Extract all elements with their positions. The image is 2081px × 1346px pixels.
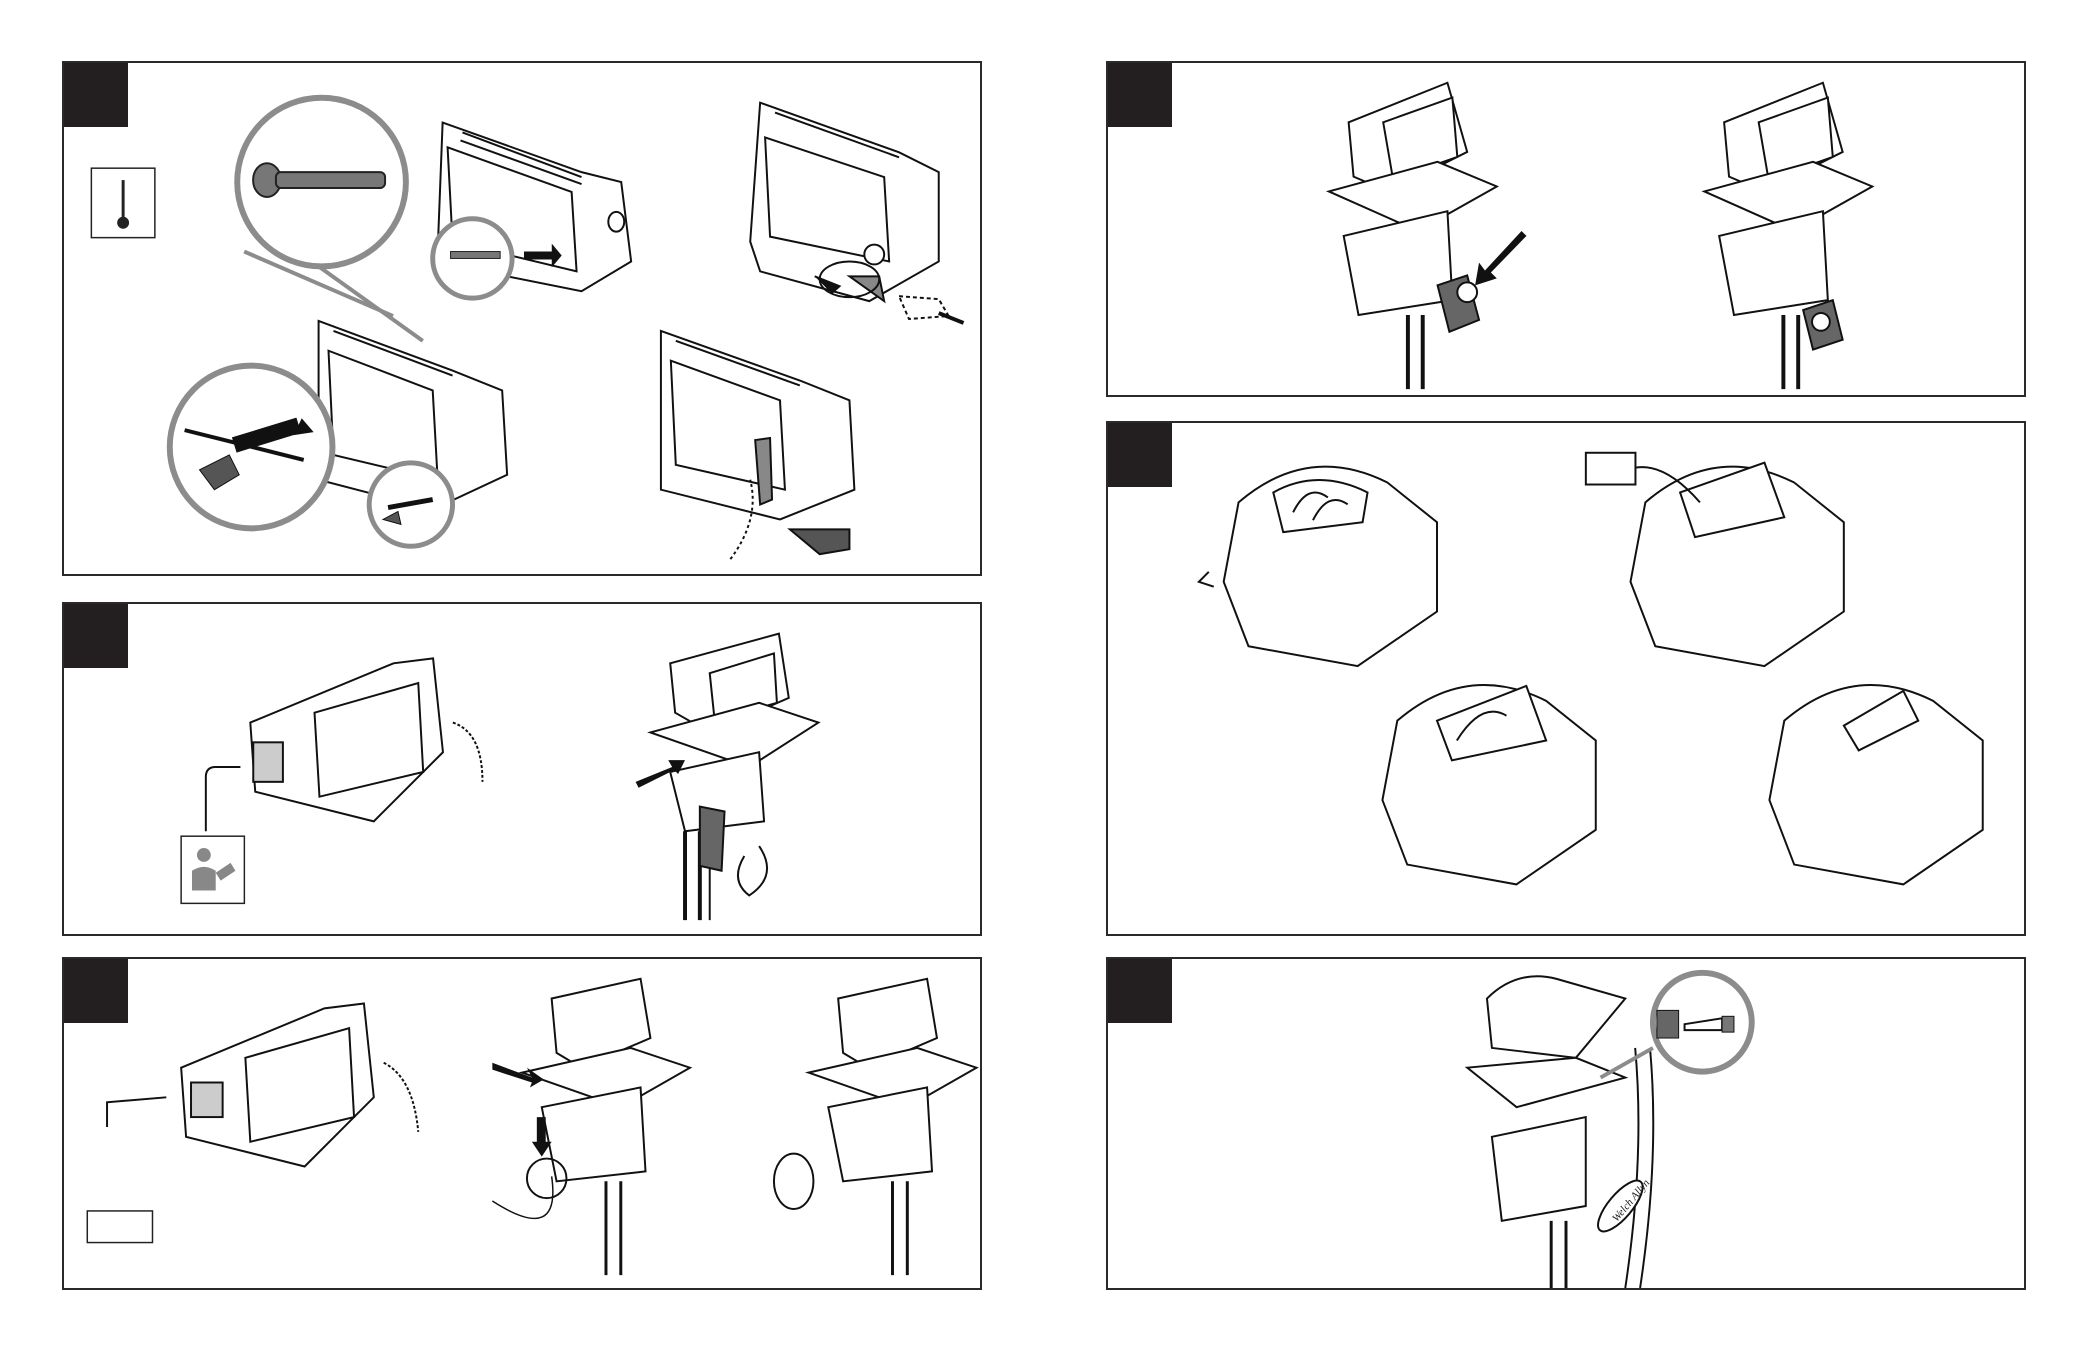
thermometer-icon bbox=[91, 168, 155, 237]
printer-step-3 bbox=[1382, 685, 1595, 884]
power-connector-callout bbox=[1601, 973, 1752, 1078]
monitor-bottom-right bbox=[661, 331, 854, 559]
panel-3-illustration bbox=[64, 959, 980, 1288]
stand-with-monitor bbox=[650, 634, 818, 921]
monitor-side-view-3 bbox=[181, 1003, 418, 1166]
probe-callout-magnifier bbox=[237, 98, 423, 341]
panel-5-printer-paper bbox=[1106, 421, 2026, 936]
stand-with-handle bbox=[1467, 976, 1653, 1288]
panel-1-illustration bbox=[64, 63, 980, 574]
brand-tag: Welch Allyn bbox=[1591, 1174, 1652, 1238]
panel-3-sensor-connection bbox=[62, 957, 982, 1290]
printer-step-4 bbox=[1769, 685, 1982, 884]
arrow-indicator bbox=[1475, 231, 1526, 285]
panel-2-patient-connection bbox=[62, 602, 982, 936]
panel-1-temperature-probe bbox=[62, 61, 982, 576]
stand-with-sensor-1 bbox=[492, 979, 690, 1275]
monitor-side-view bbox=[250, 658, 482, 821]
blank-box bbox=[87, 1211, 152, 1243]
printer-step-2 bbox=[1586, 453, 1844, 666]
sensor-cable bbox=[107, 1097, 166, 1127]
panel-5-illustration bbox=[1108, 423, 2024, 934]
stand-right bbox=[1704, 83, 1872, 389]
stand-with-sensor-2 bbox=[774, 979, 977, 1275]
panel-2-illustration bbox=[64, 604, 980, 934]
stand-left bbox=[1329, 83, 1497, 389]
arrow-indicator-1 bbox=[492, 1063, 543, 1088]
panel-6-illustration: Welch Allyn bbox=[1108, 959, 2024, 1288]
printer-step-1 bbox=[1199, 467, 1437, 666]
panel-6-power-connection: Welch Allyn bbox=[1106, 957, 2026, 1290]
patient-icon bbox=[181, 836, 244, 903]
panel-4-stand-cuff bbox=[1106, 61, 2026, 397]
panel-4-illustration bbox=[1108, 63, 2024, 395]
patient-cable bbox=[206, 767, 241, 831]
monitor-top-right bbox=[750, 103, 963, 323]
